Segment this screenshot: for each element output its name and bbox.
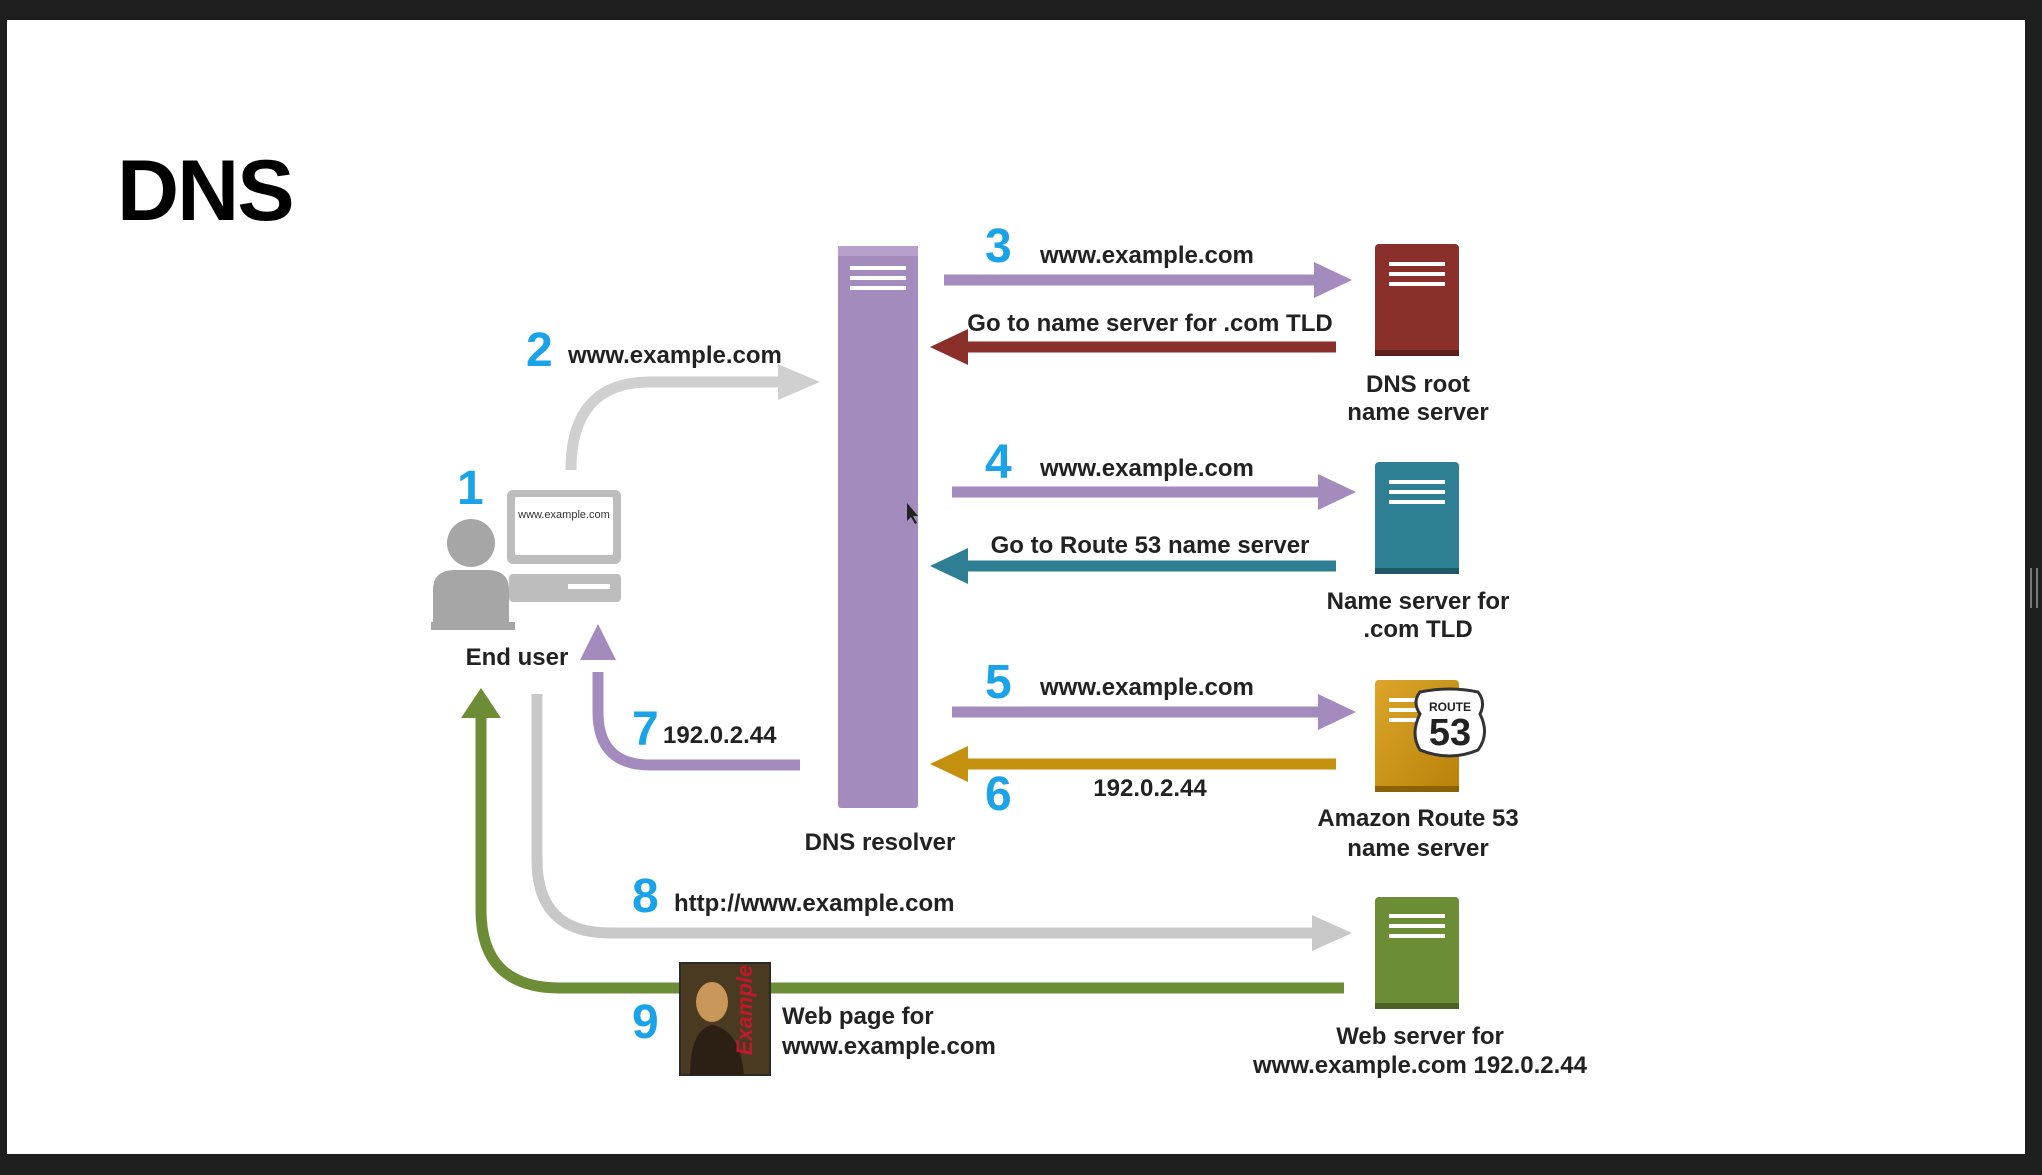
- arrow-tld-reply-head: [930, 548, 968, 584]
- web-page-thumbnail-icon: Example: [679, 962, 771, 1076]
- step-5-number: 5: [985, 656, 1012, 709]
- arrow-root-reply-head: [930, 329, 968, 365]
- web-server-icon: [1375, 897, 1459, 1009]
- step-8-text: http://www.example.com: [674, 890, 955, 917]
- arrow-step-9-head: [461, 688, 501, 718]
- arrow-step-8: [531, 694, 1316, 939]
- arrow-step-3-head: [1314, 262, 1352, 298]
- scrollbar-handle[interactable]: [2030, 568, 2038, 608]
- step-8-number: 8: [632, 870, 659, 923]
- step-9-number: 9: [632, 996, 659, 1049]
- arrow-step-5-head: [1318, 694, 1356, 730]
- route53-shield-icon: ROUTE 53: [1413, 687, 1486, 758]
- arrow-step-9: [475, 712, 1344, 994]
- web-server-label-1: Web server for: [1336, 1023, 1504, 1050]
- dns-resolver-icon: [838, 246, 918, 808]
- slide-title: DNS: [117, 143, 295, 239]
- root-server-icon: [1375, 244, 1459, 356]
- arrow-step-7: [592, 672, 800, 771]
- step-7-number: 7: [632, 703, 659, 756]
- end-user-label: End user: [466, 644, 569, 671]
- arrow-step-2: [565, 376, 780, 471]
- root-server-label-2: name server: [1347, 399, 1488, 426]
- root-server-label-1: DNS root: [1366, 371, 1470, 398]
- web-server-label-2: www.example.com 192.0.2.44: [1252, 1052, 1588, 1079]
- computer-screen-text: www.example.com: [517, 509, 610, 521]
- computer-icon: www.example.com: [507, 490, 621, 602]
- root-reply-text: Go to name server for .com TLD: [967, 310, 1332, 337]
- mouse-cursor-icon: [907, 503, 918, 524]
- arrow-step-6-head: [930, 746, 968, 782]
- arrow-step-8-head: [1312, 915, 1352, 951]
- tld-server-label-2: .com TLD: [1363, 616, 1472, 643]
- route53-label-1: Amazon Route 53: [1317, 805, 1518, 832]
- thumbnail-text: Example: [732, 965, 757, 1056]
- step-3-number: 3: [985, 220, 1012, 273]
- tld-server-label-1: Name server for: [1327, 588, 1510, 615]
- resolver-label: DNS resolver: [805, 829, 956, 856]
- step-6-text: 192.0.2.44: [1093, 775, 1207, 802]
- step-2-text: www.example.com: [567, 342, 782, 369]
- step-5-text: www.example.com: [1039, 674, 1254, 701]
- arrow-step-4-head: [1318, 474, 1356, 510]
- step-7-text: 192.0.2.44: [663, 722, 777, 749]
- web-page-label-2: www.example.com: [781, 1033, 996, 1060]
- route53-badge-number: 53: [1429, 712, 1471, 754]
- web-page-label-1: Web page for: [782, 1003, 934, 1030]
- step-6-number: 6: [985, 768, 1012, 821]
- step-3-text: www.example.com: [1039, 242, 1254, 269]
- step-1-number: 1: [457, 462, 484, 515]
- step-2-number: 2: [526, 324, 553, 377]
- slide: DNS: [7, 20, 2025, 1154]
- route53-badge-top: ROUTE: [1429, 700, 1471, 714]
- step-4-text: www.example.com: [1039, 455, 1254, 482]
- tld-server-icon: [1375, 462, 1459, 574]
- arrow-step-7-head: [580, 624, 616, 660]
- tld-reply-text: Go to Route 53 name server: [991, 532, 1310, 559]
- arrow-step-2-head: [778, 364, 820, 400]
- end-user-icon: [431, 519, 515, 630]
- step-4-number: 4: [985, 436, 1012, 489]
- route53-label-2: name server: [1347, 835, 1488, 862]
